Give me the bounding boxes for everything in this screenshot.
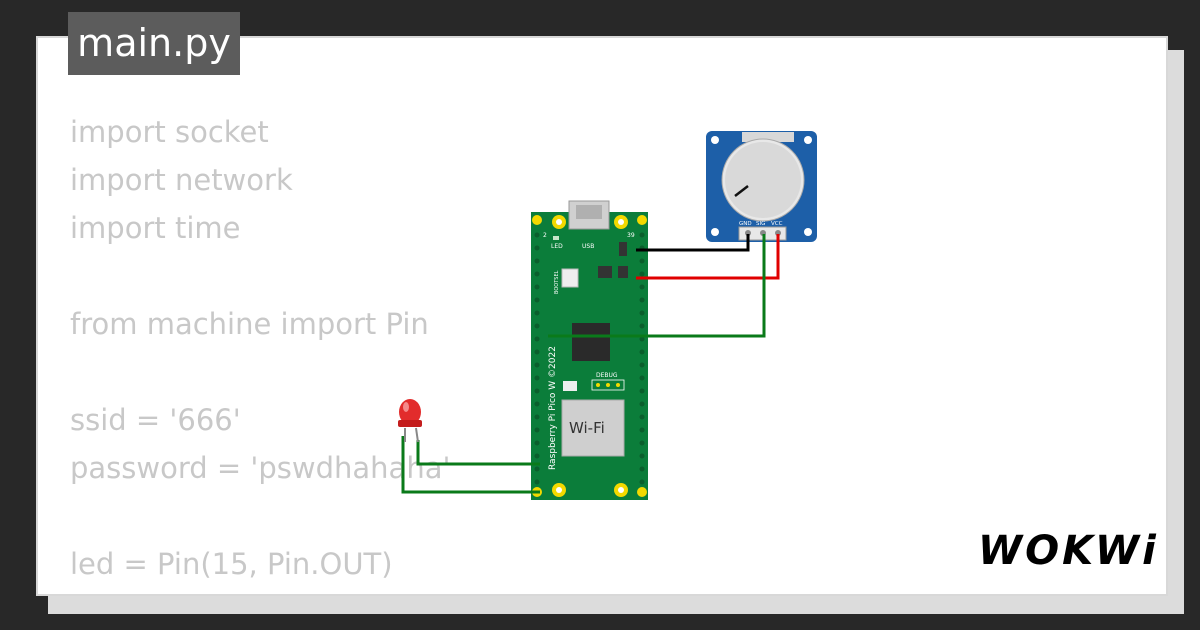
gpio-pin <box>534 440 540 446</box>
gpio-pin <box>639 414 645 420</box>
rp2040-chip <box>572 323 610 361</box>
gpio-pin <box>639 271 645 277</box>
gpio-pin <box>534 258 540 264</box>
gpio-pin <box>639 258 645 264</box>
code-line: import socket <box>70 115 269 149</box>
code-line: ssid = '666' <box>70 403 241 437</box>
code-line: import time <box>70 211 241 245</box>
gpio-pin <box>534 349 540 355</box>
wokwi-logo[interactable]: WOKWi <box>978 528 1159 574</box>
gpio-pin <box>639 297 645 303</box>
pin-label-left: 2 <box>543 232 547 239</box>
code-line: from machine import Pin <box>70 307 429 341</box>
gpio-pin <box>639 349 645 355</box>
bootsel-button[interactable] <box>561 268 579 288</box>
usb-label: USB <box>582 243 594 250</box>
led-anode-wire <box>416 440 540 466</box>
gpio-pin <box>639 453 645 459</box>
board-model-text: Raspberry Pi Pico W ©2022 <box>548 346 558 470</box>
wifi-label: Wi-Fi <box>569 419 605 437</box>
gpio-pin <box>639 375 645 381</box>
gpio-pin <box>534 232 540 238</box>
gpio-pin <box>534 427 540 433</box>
gpio-pin <box>534 284 540 290</box>
gpio-pin <box>639 362 645 368</box>
gnd-wire <box>636 234 750 252</box>
pot-indicator <box>734 185 749 197</box>
gpio-pin <box>534 271 540 277</box>
gpio-pin <box>534 414 540 420</box>
sig-wire <box>548 234 766 338</box>
gpio-pin <box>639 232 645 238</box>
debug-label: DEBUG <box>596 372 618 379</box>
gpio-pin <box>639 440 645 446</box>
gpio-pin <box>534 375 540 381</box>
gpio-pin <box>639 323 645 329</box>
gpio-pin <box>639 479 645 485</box>
code-line: led = Pin(15, Pin.OUT) <box>70 547 393 581</box>
potentiometer[interactable]: GND SIG VCC <box>706 131 817 242</box>
right-pin-column <box>637 215 647 497</box>
code-line: import network <box>70 163 293 197</box>
gpio-pin <box>534 453 540 459</box>
filename-tab[interactable]: main.py <box>68 12 240 75</box>
red-led[interactable] <box>398 399 422 443</box>
gpio-pin <box>534 388 540 394</box>
gpio-pin <box>639 427 645 433</box>
gpio-pin <box>639 310 645 316</box>
gpio-pin <box>534 336 540 342</box>
gpio-pin <box>639 401 645 407</box>
pot-pin-gnd: GND <box>739 221 752 227</box>
gpio-pin <box>534 245 540 251</box>
wifi-module <box>561 399 625 457</box>
pot-pin-vcc: VCC <box>771 221 783 227</box>
led-cathode-wire <box>401 436 540 494</box>
gpio-pin <box>639 284 645 290</box>
wires <box>401 234 780 494</box>
gpio-pin <box>534 297 540 303</box>
gpio-pin <box>534 479 540 485</box>
gpio-pin <box>534 323 540 329</box>
pin-label-right: 39 <box>627 232 635 239</box>
gpio-pin <box>534 401 540 407</box>
pot-pin-sig: SIG <box>756 221 765 227</box>
pico-board[interactable]: LED USB 2 39 BOOTSEL DEBUG Raspberry Pi … <box>531 200 648 500</box>
gpio-pin <box>639 336 645 342</box>
gpio-pin <box>534 466 540 472</box>
code-preview: import socket import network import time fr… <box>70 108 450 594</box>
led-label: LED <box>551 243 563 250</box>
gpio-pin <box>534 310 540 316</box>
gpio-pin <box>534 362 540 368</box>
vcc-wire <box>636 234 780 280</box>
gpio-pin <box>639 466 645 472</box>
bootsel-label: BOOTSEL <box>554 270 560 294</box>
gpio-pin <box>639 388 645 394</box>
